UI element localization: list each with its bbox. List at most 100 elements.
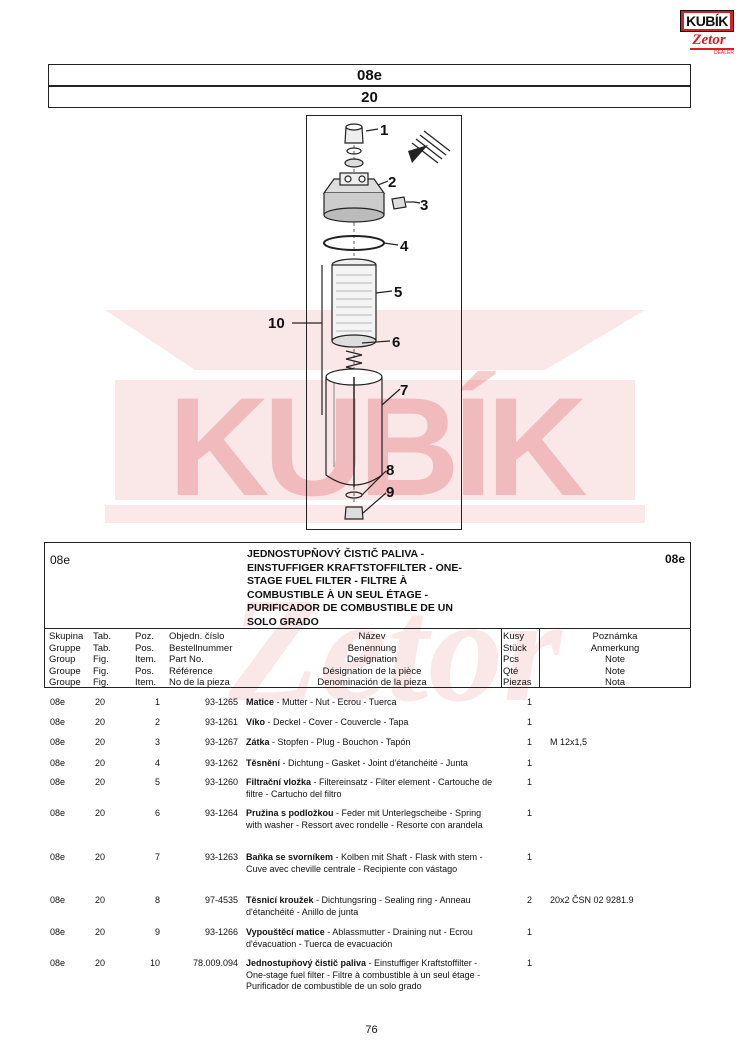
diagram-label-10: 10 bbox=[268, 315, 285, 332]
row-name-czech: Baňka se svorníkem bbox=[246, 852, 334, 862]
row-table: 20 bbox=[95, 758, 106, 768]
row-part-number: 93-1265 bbox=[204, 697, 238, 707]
row-name-czech: Zátka bbox=[246, 737, 270, 747]
row-quantity: 1 bbox=[526, 958, 532, 968]
logo-dealer: DEALER bbox=[690, 48, 734, 58]
row-description: Zátka - Stopfen - Plug - Bouchon - Tapón bbox=[246, 737, 496, 749]
row-table: 20 bbox=[95, 737, 106, 747]
row-name-translations: - Feder mit Unterlegscheibe - Spring wit… bbox=[246, 808, 483, 830]
row-group: 08e bbox=[50, 697, 66, 707]
row-position: 4 bbox=[154, 758, 160, 768]
row-quantity: 1 bbox=[526, 717, 532, 727]
row-quantity: 2 bbox=[526, 895, 532, 905]
row-position: 8 bbox=[154, 895, 160, 905]
row-name-czech: Těsnění bbox=[246, 758, 281, 768]
row-part-number: 97-4535 bbox=[204, 895, 238, 905]
row-group: 08e bbox=[50, 852, 66, 862]
row-position: 2 bbox=[154, 717, 160, 727]
row-description: Matice - Mutter - Nut - Ecrou - Tuerca bbox=[246, 697, 496, 709]
row-position: 9 bbox=[154, 927, 160, 937]
row-table: 20 bbox=[95, 777, 106, 787]
row-part-number: 93-1260 bbox=[204, 777, 238, 787]
row-table: 20 bbox=[95, 717, 106, 727]
section-group-right: 08e bbox=[664, 552, 685, 566]
col-header-table: Tab.Tab.Fig.Fig.Fig. bbox=[93, 631, 111, 688]
diagram-label-2: 2 bbox=[388, 174, 396, 191]
row-position: 1 bbox=[154, 697, 160, 707]
row-description: Pružina s podložkou - Feder mit Unterleg… bbox=[246, 808, 496, 831]
table-number-header: 20 bbox=[48, 86, 691, 108]
title-line: JEDNOSTUPŇOVÝ ČISTIČ PALIVA - bbox=[247, 548, 425, 560]
row-position: 10 bbox=[149, 958, 160, 968]
row-quantity: 1 bbox=[526, 777, 532, 787]
group-code-header: 08e bbox=[48, 64, 691, 86]
row-name-translations: - Filtereinsatz - Filter element - Carto… bbox=[246, 777, 493, 799]
logo-kubik: KUBÍK bbox=[684, 13, 730, 29]
row-name-translations: - Dichtung - Gasket - Joint d'étanchéité… bbox=[280, 758, 468, 768]
row-quantity: 1 bbox=[526, 852, 532, 862]
row-group: 08e bbox=[50, 927, 66, 937]
row-quantity: 1 bbox=[526, 697, 532, 707]
row-name-translations: - Einstuffiger Kraftstoffilter - One-sta… bbox=[246, 958, 481, 991]
diagram-label-8: 8 bbox=[386, 462, 394, 479]
row-part-number: 93-1264 bbox=[204, 808, 238, 818]
row-part-number: 93-1262 bbox=[204, 758, 238, 768]
section-title: JEDNOSTUPŇOVÝ ČISTIČ PALIVA - EINSTUFFIG… bbox=[247, 548, 497, 629]
title-line: PURIFICADOR DE COMBUSTIBLE DE UN bbox=[247, 602, 453, 614]
title-line: STAGE FUEL FILTER - FILTRE À bbox=[247, 575, 408, 587]
row-description: Filtrační vložka - Filtereinsatz - Filte… bbox=[246, 777, 496, 800]
row-group: 08e bbox=[50, 737, 66, 747]
diagram-label-3: 3 bbox=[420, 197, 428, 214]
row-name-czech: Pružina s podložkou bbox=[246, 808, 334, 818]
row-part-number: 78.009.094 bbox=[192, 958, 238, 968]
row-name-czech: Těsnicí kroužek bbox=[246, 895, 314, 905]
row-group: 08e bbox=[50, 758, 66, 768]
row-name-czech: Matice bbox=[246, 697, 275, 707]
row-name-translations: - Kolben mit Shaft - Flask with stem - C… bbox=[246, 852, 483, 874]
diagram-label-5: 5 bbox=[394, 284, 402, 301]
row-position: 6 bbox=[154, 808, 160, 818]
row-group: 08e bbox=[50, 777, 66, 787]
section-group-left: 08e bbox=[50, 553, 71, 567]
row-part-number: 93-1263 bbox=[204, 852, 238, 862]
diagram-label-9: 9 bbox=[386, 484, 394, 501]
row-name-translations: - Deckel - Cover - Couvercle - Tapa bbox=[265, 717, 409, 727]
row-description: Vypouštěcí matice - Ablassmutter - Drain… bbox=[246, 927, 496, 950]
col-header-position: Poz.Pos.Item.Pos.Item. bbox=[135, 631, 157, 688]
row-quantity: 1 bbox=[526, 737, 532, 747]
diagram-label-4: 4 bbox=[400, 238, 409, 255]
row-description: Jednostupňový čistič paliva - Einstuffig… bbox=[246, 958, 496, 993]
row-name-czech: Vypouštěcí matice bbox=[246, 927, 325, 937]
row-position: 5 bbox=[154, 777, 160, 787]
row-part-number: 93-1267 bbox=[204, 737, 238, 747]
row-group: 08e bbox=[50, 895, 66, 905]
parts-table-header: 08e 08e JEDNOSTUPŇOVÝ ČISTIČ PALIVA - EI… bbox=[44, 542, 691, 688]
title-line: SOLO GRADO bbox=[247, 615, 319, 628]
title-line: COMBUSTIBLE À UN SEUL ÉTAGE - bbox=[247, 588, 429, 601]
kubik-zetor-logo: KUBÍK Zetor DEALER bbox=[680, 10, 736, 60]
row-note: M 12x1,5 bbox=[550, 737, 588, 747]
diagram-label-6: 6 bbox=[392, 334, 400, 351]
row-description: Baňka se svorníkem - Kolben mit Shaft - … bbox=[246, 852, 496, 875]
page-number: 76 bbox=[365, 1024, 378, 1036]
row-quantity: 1 bbox=[526, 758, 532, 768]
row-group: 08e bbox=[50, 808, 66, 818]
row-part-number: 93-1261 bbox=[204, 717, 238, 727]
row-table: 20 bbox=[95, 958, 106, 968]
row-description: Těsnicí kroužek - Dichtungsring - Sealin… bbox=[246, 895, 496, 918]
row-table: 20 bbox=[95, 697, 106, 707]
row-description: Těsnění - Dichtung - Gasket - Joint d'ét… bbox=[246, 758, 496, 770]
row-table: 20 bbox=[95, 852, 106, 862]
row-table: 20 bbox=[95, 927, 106, 937]
row-position: 3 bbox=[154, 737, 160, 747]
row-table: 20 bbox=[95, 808, 106, 818]
diagram-label-7: 7 bbox=[400, 382, 408, 399]
diagram-label-1: 1 bbox=[380, 122, 388, 139]
row-note: 20x2 ČSN 02 9281.9 bbox=[550, 895, 634, 905]
row-description: Víko - Deckel - Cover - Couvercle - Tapa bbox=[246, 717, 496, 729]
